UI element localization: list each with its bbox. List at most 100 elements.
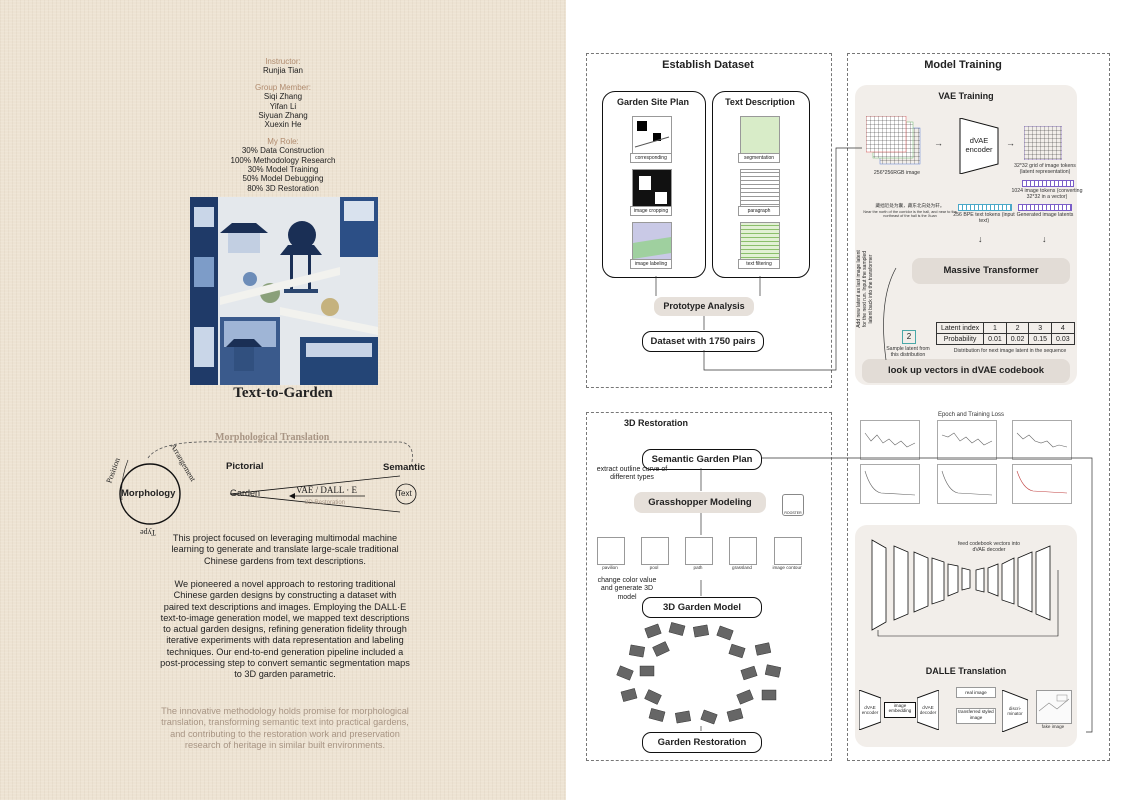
morph-translation-label: Morphological Translation — [215, 432, 330, 443]
vae-dalle-label: VAE / DALL · E — [296, 485, 357, 495]
image-embedding-box: image embedding — [884, 702, 916, 718]
image-tokens-label: 1024 image tokens (converting 32*32 in a… — [1011, 188, 1083, 200]
garden-label: Garden — [230, 488, 261, 498]
table-cell: 2 — [1005, 322, 1030, 334]
fake-image-thumb — [1036, 690, 1072, 724]
garden-fragments-illustration — [610, 622, 792, 726]
site-plan-title: Garden Site Plan — [616, 97, 690, 107]
loss-chart-thumb — [937, 420, 997, 460]
table-cell: 0.02 — [1005, 333, 1030, 345]
arrow-down-icon: ↓ — [978, 234, 983, 244]
restoration-title: 3D Restoration — [623, 418, 688, 428]
transferred-image-box: transferred styled image — [956, 708, 996, 724]
layer-thumb — [685, 537, 713, 565]
probability-table: Latent index 1 2 3 4 Probability 0.01 0.… — [935, 322, 1075, 345]
token-vector — [1022, 180, 1074, 187]
generated-latents-label: Generated image latents — [1016, 212, 1074, 218]
left-panel: Instructor: Runjia Tian Group Member: Si… — [0, 0, 566, 800]
layer-label: pool — [649, 565, 659, 570]
prototype-analysis-pill: Prototype Analysis — [654, 297, 754, 316]
dvae-encoder-label: dVAE encoder — [965, 136, 993, 154]
role-item: 30% Data Construction — [241, 146, 325, 156]
layer-label: grassland — [732, 565, 752, 570]
layer-thumb — [729, 537, 757, 565]
restoration-label: 3D Restoration — [305, 500, 346, 506]
dataset-title: Establish Dataset — [662, 59, 754, 71]
table-cell: 3 — [1028, 322, 1053, 334]
member-name: Siqi Zhang — [263, 92, 303, 102]
color-note: change color value and generate 3D model — [597, 577, 657, 601]
method-paragraph: We pioneered a novel approach to restori… — [160, 579, 410, 680]
dataset-pairs-pill: Dataset with 1750 pairs — [642, 331, 764, 352]
fake-image-label: fake image — [1041, 724, 1065, 729]
semantic-plan-pill: Semantic Garden Plan — [642, 449, 762, 470]
garden-restoration-pill: Garden Restoration — [642, 732, 762, 753]
role-item: 50% Model Debugging — [242, 174, 324, 184]
table-cell: 0.03 — [1051, 333, 1075, 345]
table-cell: 0.15 — [1028, 333, 1053, 345]
model-training-title: Model Training — [924, 59, 1002, 71]
member-name: Xuexin He — [264, 120, 302, 130]
dalle-title: DALLE Translation — [925, 666, 1007, 676]
massive-transformer-pill: Massive Transformer — [912, 258, 1070, 284]
token-grid — [1023, 125, 1063, 161]
step-label: image cropping — [630, 206, 672, 216]
loop-note: Add new latent as last image latent for … — [856, 250, 874, 328]
decoder-layers-illustration — [858, 530, 1072, 640]
real-image-box: real image — [956, 687, 996, 698]
cropping-thumb — [632, 169, 672, 209]
layer-thumb — [641, 537, 669, 565]
table-row: Probability 0.01 0.02 0.15 0.03 — [935, 333, 1075, 345]
arrow-down-icon: ↓ — [1042, 234, 1047, 244]
arrow-icon: → — [1006, 138, 1015, 148]
text-token-vector — [958, 204, 1012, 211]
distribution-note: Distribution for next image latent in th… — [953, 348, 1067, 354]
concept-diagram: Morphological Translation Position Arran… — [100, 430, 440, 540]
arrow-icon: → — [934, 138, 943, 148]
loss-chart-thumb — [1012, 464, 1072, 504]
text-desc-title: Text Description — [725, 97, 795, 107]
labeling-thumb — [632, 222, 672, 262]
layer-thumb — [774, 537, 802, 565]
layer-label: pavilion — [602, 565, 618, 570]
project-title: Text-to-Garden — [233, 385, 333, 401]
dalle-encoder-label: dVAE encoder — [861, 705, 879, 716]
table-cell: Probability — [935, 333, 985, 345]
group-label: Group Member: — [254, 82, 312, 92]
extract-note: extract outline curve of different types — [596, 466, 668, 482]
member-name: Siyuan Zhang — [258, 111, 308, 121]
step-label: segmentation — [738, 153, 780, 163]
step-label: corresponding — [630, 153, 672, 163]
layer-label: path — [693, 565, 703, 570]
rgb-image-grid — [865, 115, 926, 166]
grid-tokens-label: 32*32 grid of image tokens (latent repre… — [1014, 163, 1076, 175]
step-label: paragraph — [738, 206, 780, 216]
dalle-decoder-label: dVAE decoder — [919, 705, 937, 716]
garden-model-pill: 3D Garden Model — [642, 597, 762, 618]
rooster-icon: ROOSTER — [782, 494, 804, 516]
table-cell: 4 — [1051, 322, 1075, 334]
dvae-encoder-block — [956, 117, 1002, 175]
english-text-sample: Near the north of the corridor is the ha… — [863, 210, 957, 219]
pictorial-label: Pictorial — [226, 461, 264, 472]
sample-note: Sample latent from this distribution — [886, 346, 930, 358]
chinese-text-sample: 藏拙近处为囊，藏东北向处为轩。 — [875, 203, 945, 208]
loss-chart-thumb — [860, 420, 920, 460]
hero-garden-illustration — [190, 197, 378, 385]
table-cell: Latent index — [935, 322, 985, 334]
table-cell: 1 — [983, 322, 1007, 334]
type-label: Type — [140, 528, 156, 537]
loss-chart-thumb — [937, 464, 997, 504]
layer-label: image contour — [772, 565, 802, 570]
paragraph-thumb — [740, 169, 780, 209]
step-label: text filtering — [738, 259, 780, 269]
role-item: 30% Model Training — [247, 165, 319, 175]
vae-title: VAE Training — [938, 91, 994, 101]
filtering-thumb — [740, 222, 780, 262]
latent-vector — [1018, 204, 1072, 211]
intro-paragraph: This project focused on leveraging multi… — [171, 533, 399, 566]
loss-title: Epoch and Training Loss — [937, 412, 1005, 418]
sample-value-box: 2 — [902, 330, 916, 344]
text-label: Text — [397, 489, 412, 498]
role-label: My Role: — [267, 136, 299, 146]
